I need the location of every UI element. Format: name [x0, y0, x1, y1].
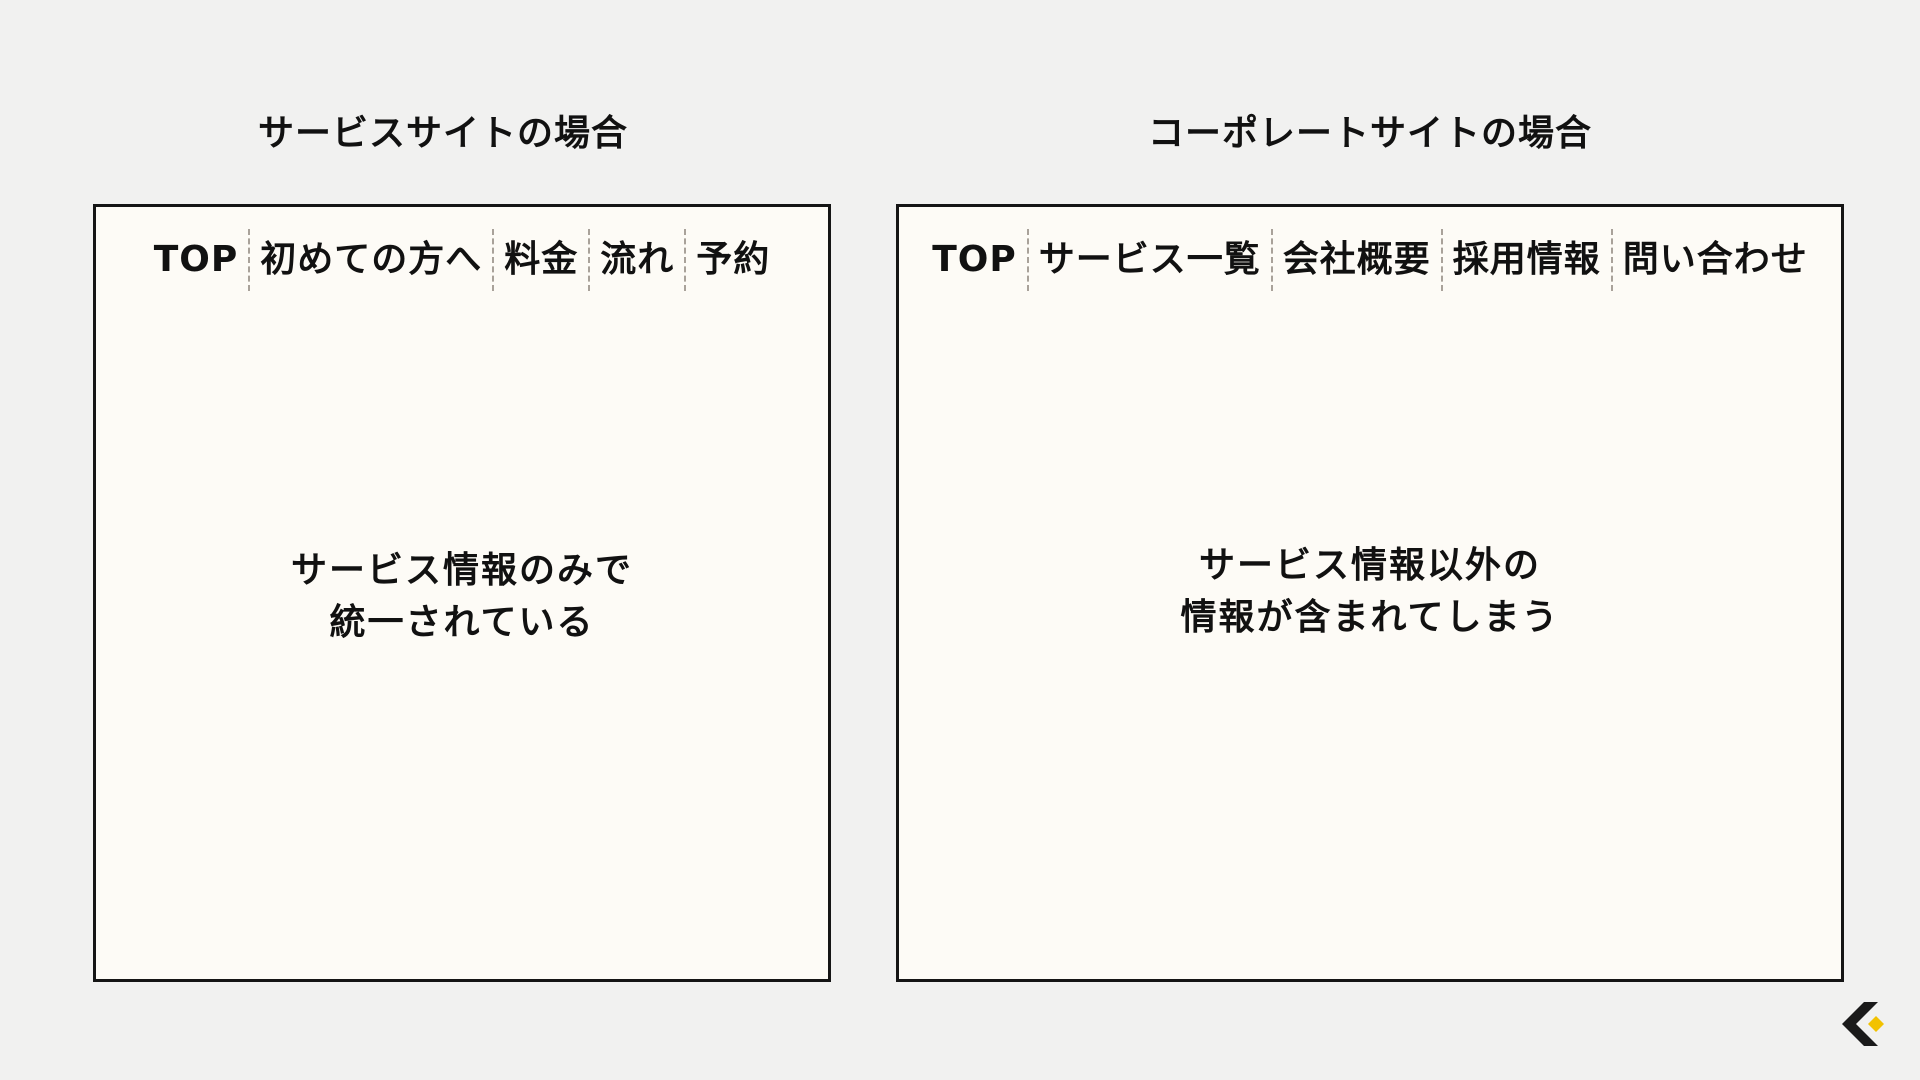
nav-item-pricing: 料金	[504, 239, 579, 280]
nav-item-beginners: 初めての方へ	[260, 239, 483, 280]
service-site-message: サービス情報のみで 統一されている	[96, 545, 828, 649]
corporate-site-message: サービス情報以外の 情報が含まれてしまう	[899, 540, 1841, 644]
service-site-panel: TOP 初めての方へ 料金 流れ 予約 サービス情報のみで 統一されている	[93, 204, 831, 982]
corporate-site-nav: TOP サービス一覧 会社概要 採用情報 問い合わせ	[899, 229, 1841, 291]
nav-item-recruit: 採用情報	[1452, 239, 1601, 280]
nav-separator	[588, 229, 591, 291]
nav-separator	[1026, 229, 1029, 291]
nav-item-services: サービス一覧	[1038, 239, 1261, 280]
nav-separator	[1440, 229, 1443, 291]
corporate-site-title: コーポレートサイトの場合	[1147, 113, 1592, 154]
nav-item-flow: 流れ	[600, 239, 675, 280]
message-line: 情報が含まれてしまう	[1180, 597, 1560, 638]
nav-separator	[492, 229, 495, 291]
nav-item-top: TOP	[153, 239, 239, 280]
nav-item-contact: 問い合わせ	[1622, 239, 1808, 280]
nav-separator	[684, 229, 687, 291]
nav-item-reservation: 予約	[696, 239, 771, 280]
corporate-site-panel: TOP サービス一覧 会社概要 採用情報 問い合わせ サービス情報以外の 情報が…	[896, 204, 1844, 982]
service-site-nav: TOP 初めての方へ 料金 流れ 予約	[96, 229, 828, 291]
nav-item-company: 会社概要	[1282, 239, 1431, 280]
nav-separator	[248, 229, 251, 291]
nav-separator	[1270, 229, 1273, 291]
logo-diamond	[1868, 1016, 1884, 1032]
logo-chevron	[1842, 1002, 1878, 1046]
nav-item-top: TOP	[932, 239, 1017, 280]
chevron-left-logo-icon	[1842, 1002, 1884, 1046]
message-line: サービス情報のみで	[290, 550, 633, 591]
message-line: 統一されている	[329, 602, 595, 643]
service-site-title: サービスサイトの場合	[257, 113, 628, 154]
message-line: サービス情報以外の	[1198, 545, 1541, 586]
nav-separator	[1610, 229, 1613, 291]
